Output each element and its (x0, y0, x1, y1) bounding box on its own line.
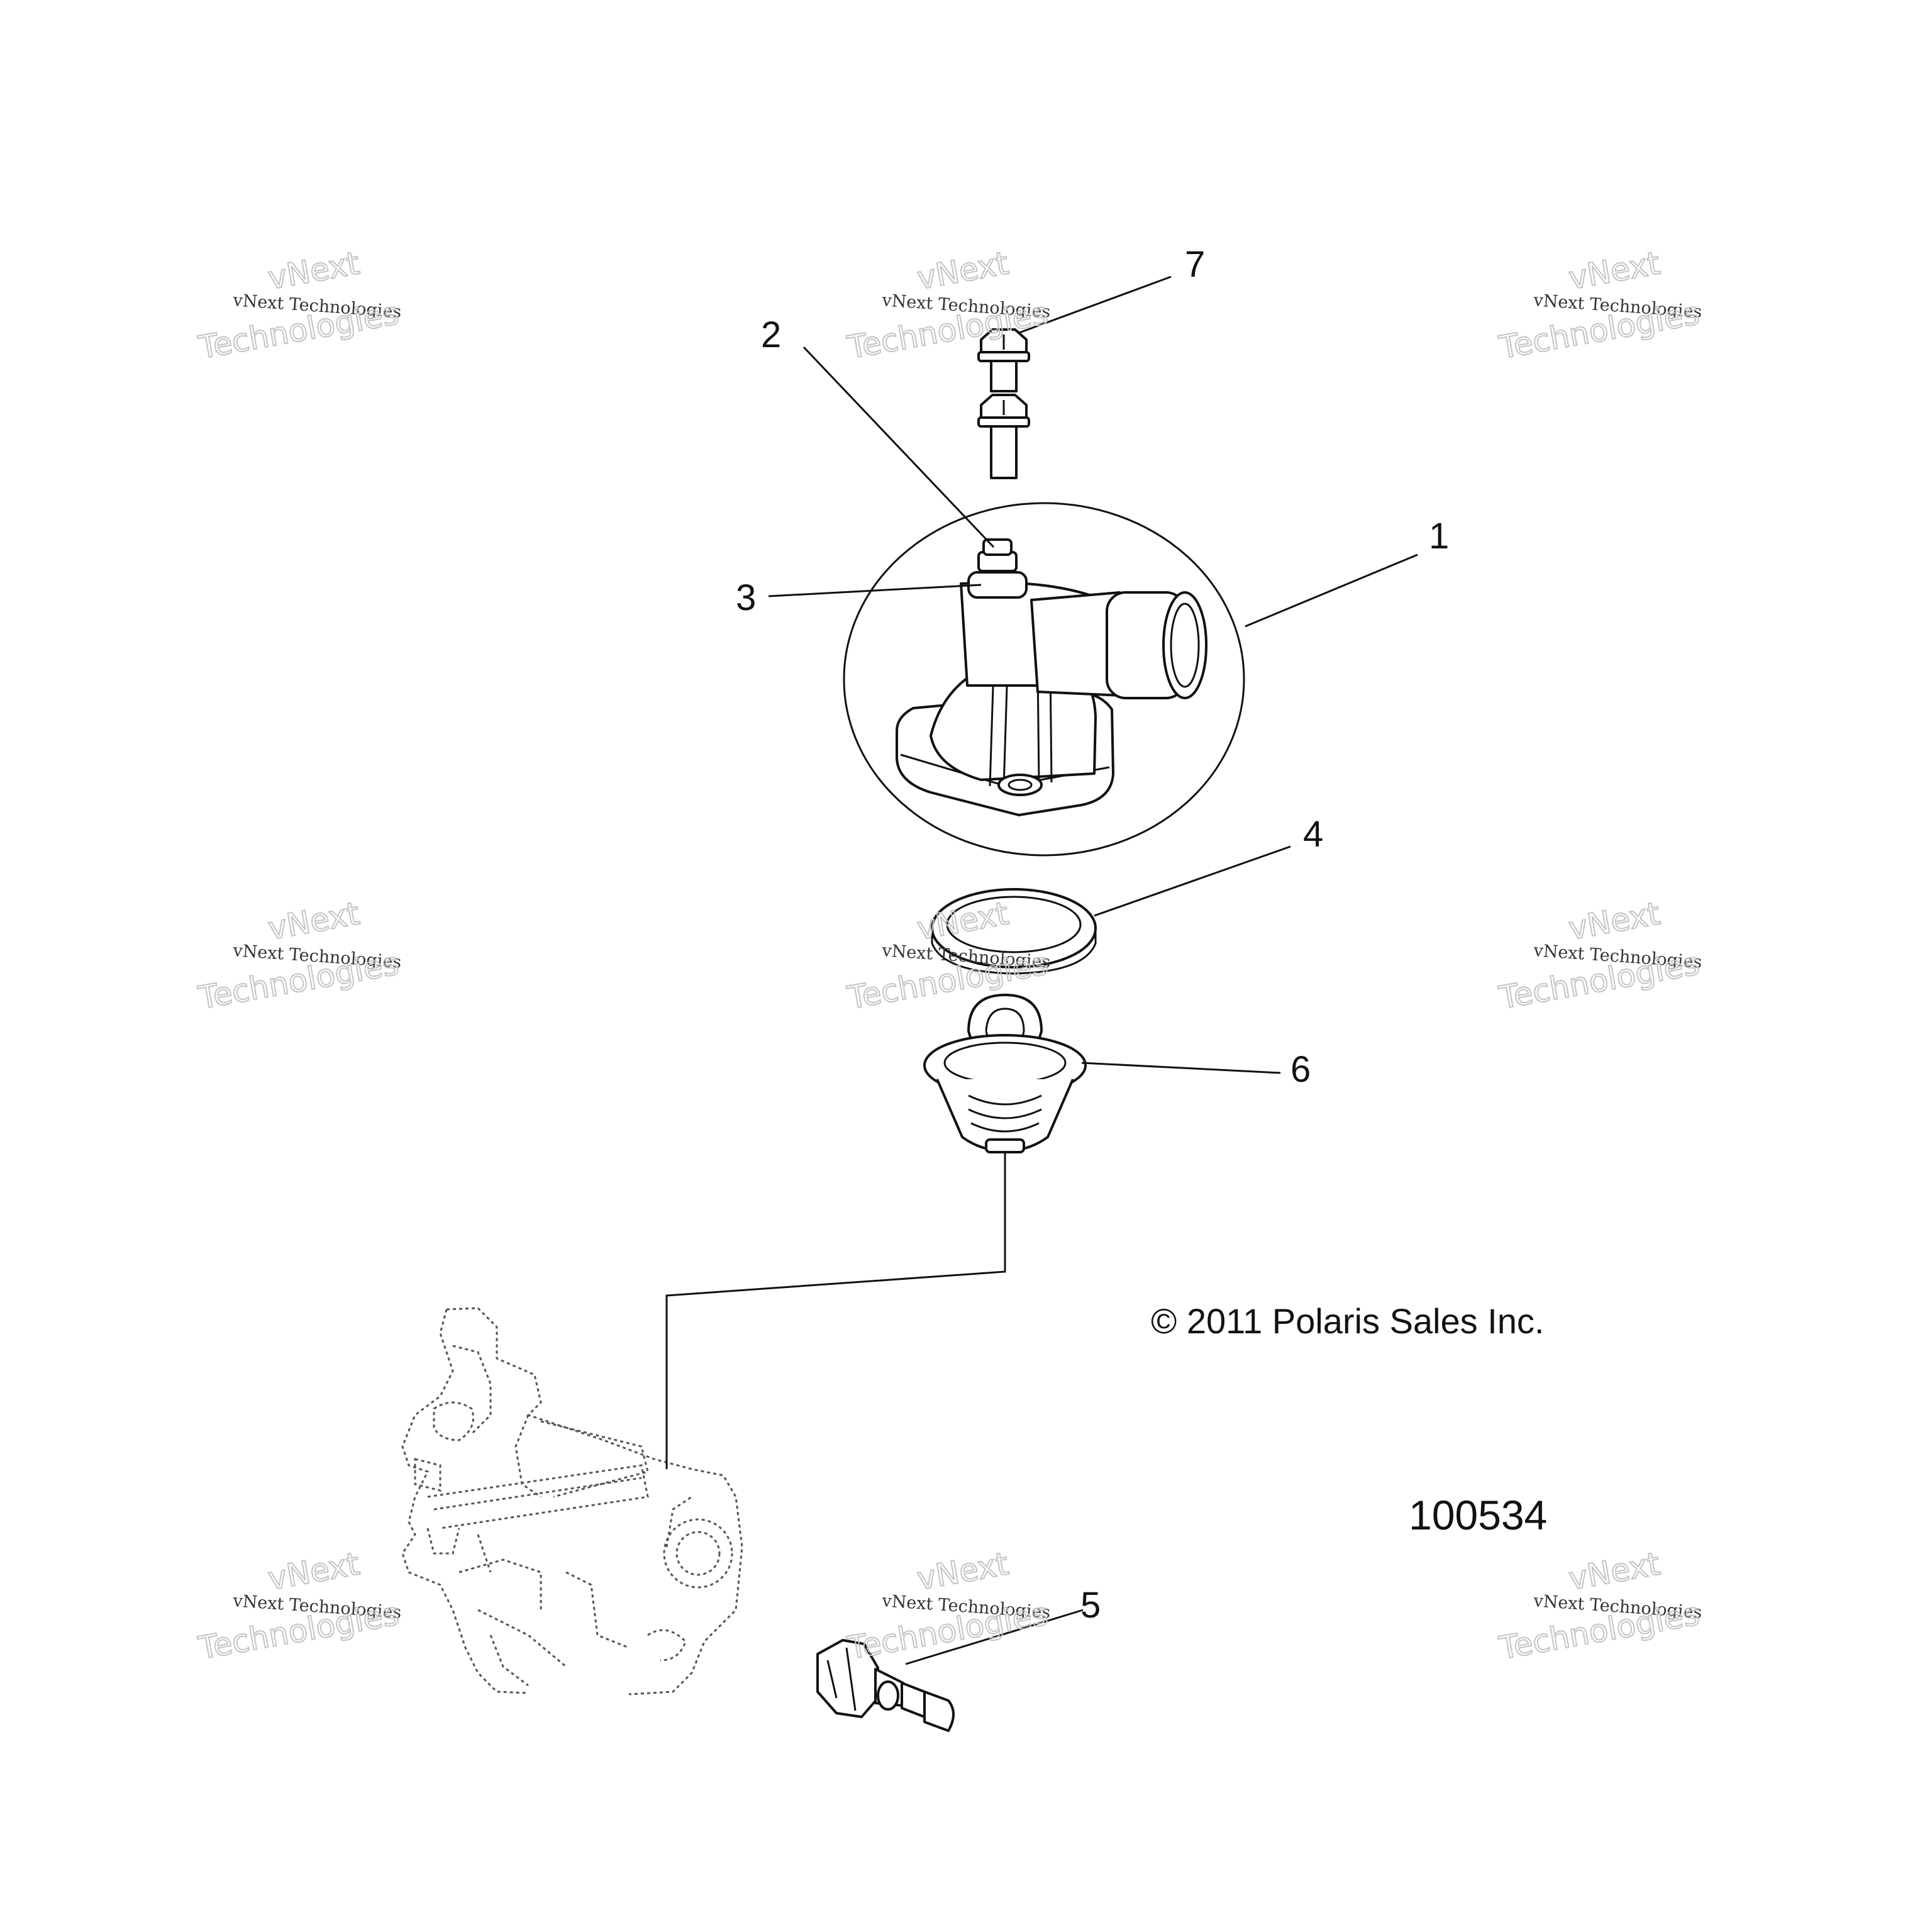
seal-ring-part-4[interactable] (931, 888, 1097, 975)
leader-3 (768, 584, 982, 597)
watermark-line1: vNext (265, 895, 362, 947)
callout-2: 2 (761, 314, 781, 355)
leader-lines (768, 275, 1418, 1665)
drawing-number: 100534 (1409, 1492, 1547, 1538)
engine-block-outline (401, 1307, 743, 1696)
callout-4: 4 (1303, 814, 1323, 855)
leader-6 (1081, 1062, 1281, 1074)
watermark-mid-right: vNext vNext Technologies Technologies (1496, 894, 1702, 1017)
callout-7: 7 (1185, 244, 1205, 285)
leader-4 (1094, 845, 1291, 917)
thermostat-part-6[interactable] (923, 994, 1087, 1153)
thermostat-housing-part-1[interactable] (843, 502, 1245, 857)
bolt-part-7[interactable] (977, 328, 1030, 479)
callout-5: 5 (1080, 1585, 1101, 1626)
copyright-text: © 2011 Polaris Sales Inc. (1151, 1301, 1544, 1341)
leader-2 (802, 346, 995, 548)
watermark-line1: vNext (265, 245, 362, 296)
watermark-bottom-center: vNext vNext Technologies Technologies (844, 1545, 1051, 1667)
watermark-top-left: vNext vNext Technologies Technologies (195, 244, 402, 367)
watermark-line1: vNext (265, 1545, 362, 1597)
watermark-bottom-right: vNext vNext Technologies Technologies (1496, 1545, 1702, 1667)
watermark-line1: vNext (1566, 245, 1663, 296)
callout-1: 1 (1429, 516, 1449, 557)
leader-5 (905, 1609, 1084, 1665)
leader-1 (1245, 553, 1418, 628)
leader-7 (1017, 275, 1172, 335)
watermark-top-right: vNext vNext Technologies Technologies (1496, 244, 1702, 367)
watermark-line1: vNext (914, 1545, 1011, 1597)
watermark-line1: vNext (1566, 895, 1663, 947)
assembly-line (665, 1152, 1006, 1469)
watermark-line1: vNext (1566, 1545, 1663, 1597)
callout-3: 3 (736, 577, 756, 618)
callout-6: 6 (1291, 1049, 1311, 1090)
hose-fitting-part-5[interactable] (816, 1639, 955, 1732)
watermark-bottom-left: vNext vNext Technologies Technologies (195, 1545, 402, 1667)
watermark-line1: vNext (914, 245, 1011, 296)
watermark-mid-left: vNext vNext Technologies Technologies (195, 894, 402, 1017)
